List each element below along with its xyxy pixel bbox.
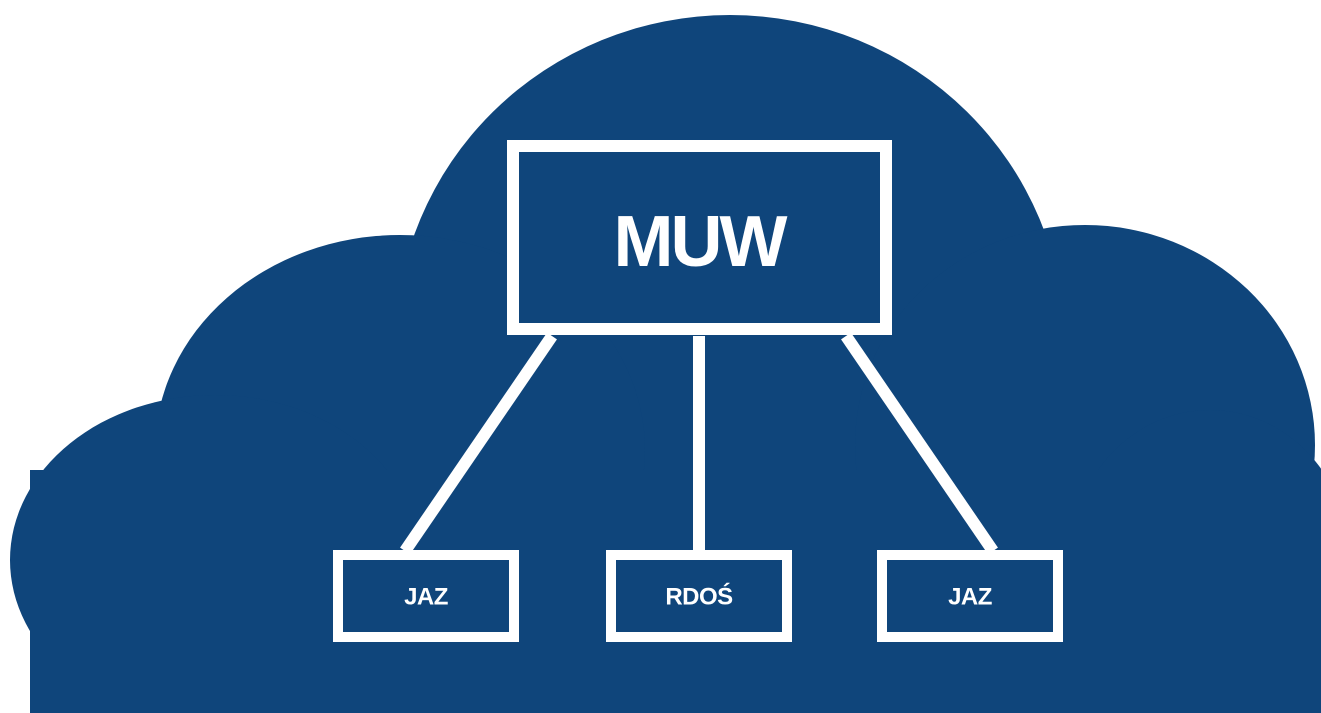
child-node-right: JAZ bbox=[877, 550, 1063, 642]
child-node-label: RDOŚ bbox=[665, 583, 733, 611]
connector-right bbox=[841, 332, 998, 555]
connector-lines bbox=[400, 332, 998, 555]
root-node-label: MUW bbox=[614, 202, 788, 282]
root-node-box bbox=[507, 140, 892, 335]
child-node-label: JAZ bbox=[948, 584, 992, 611]
child-node-box bbox=[606, 550, 792, 642]
connector-left bbox=[400, 332, 557, 555]
child-node-left: JAZ bbox=[333, 550, 519, 642]
child-node-label: JAZ bbox=[404, 584, 448, 611]
child-node-box bbox=[333, 550, 519, 642]
root-node: MUW bbox=[507, 140, 892, 335]
child-node-middle: RDOŚ bbox=[606, 550, 792, 642]
child-node-box bbox=[877, 550, 1063, 642]
